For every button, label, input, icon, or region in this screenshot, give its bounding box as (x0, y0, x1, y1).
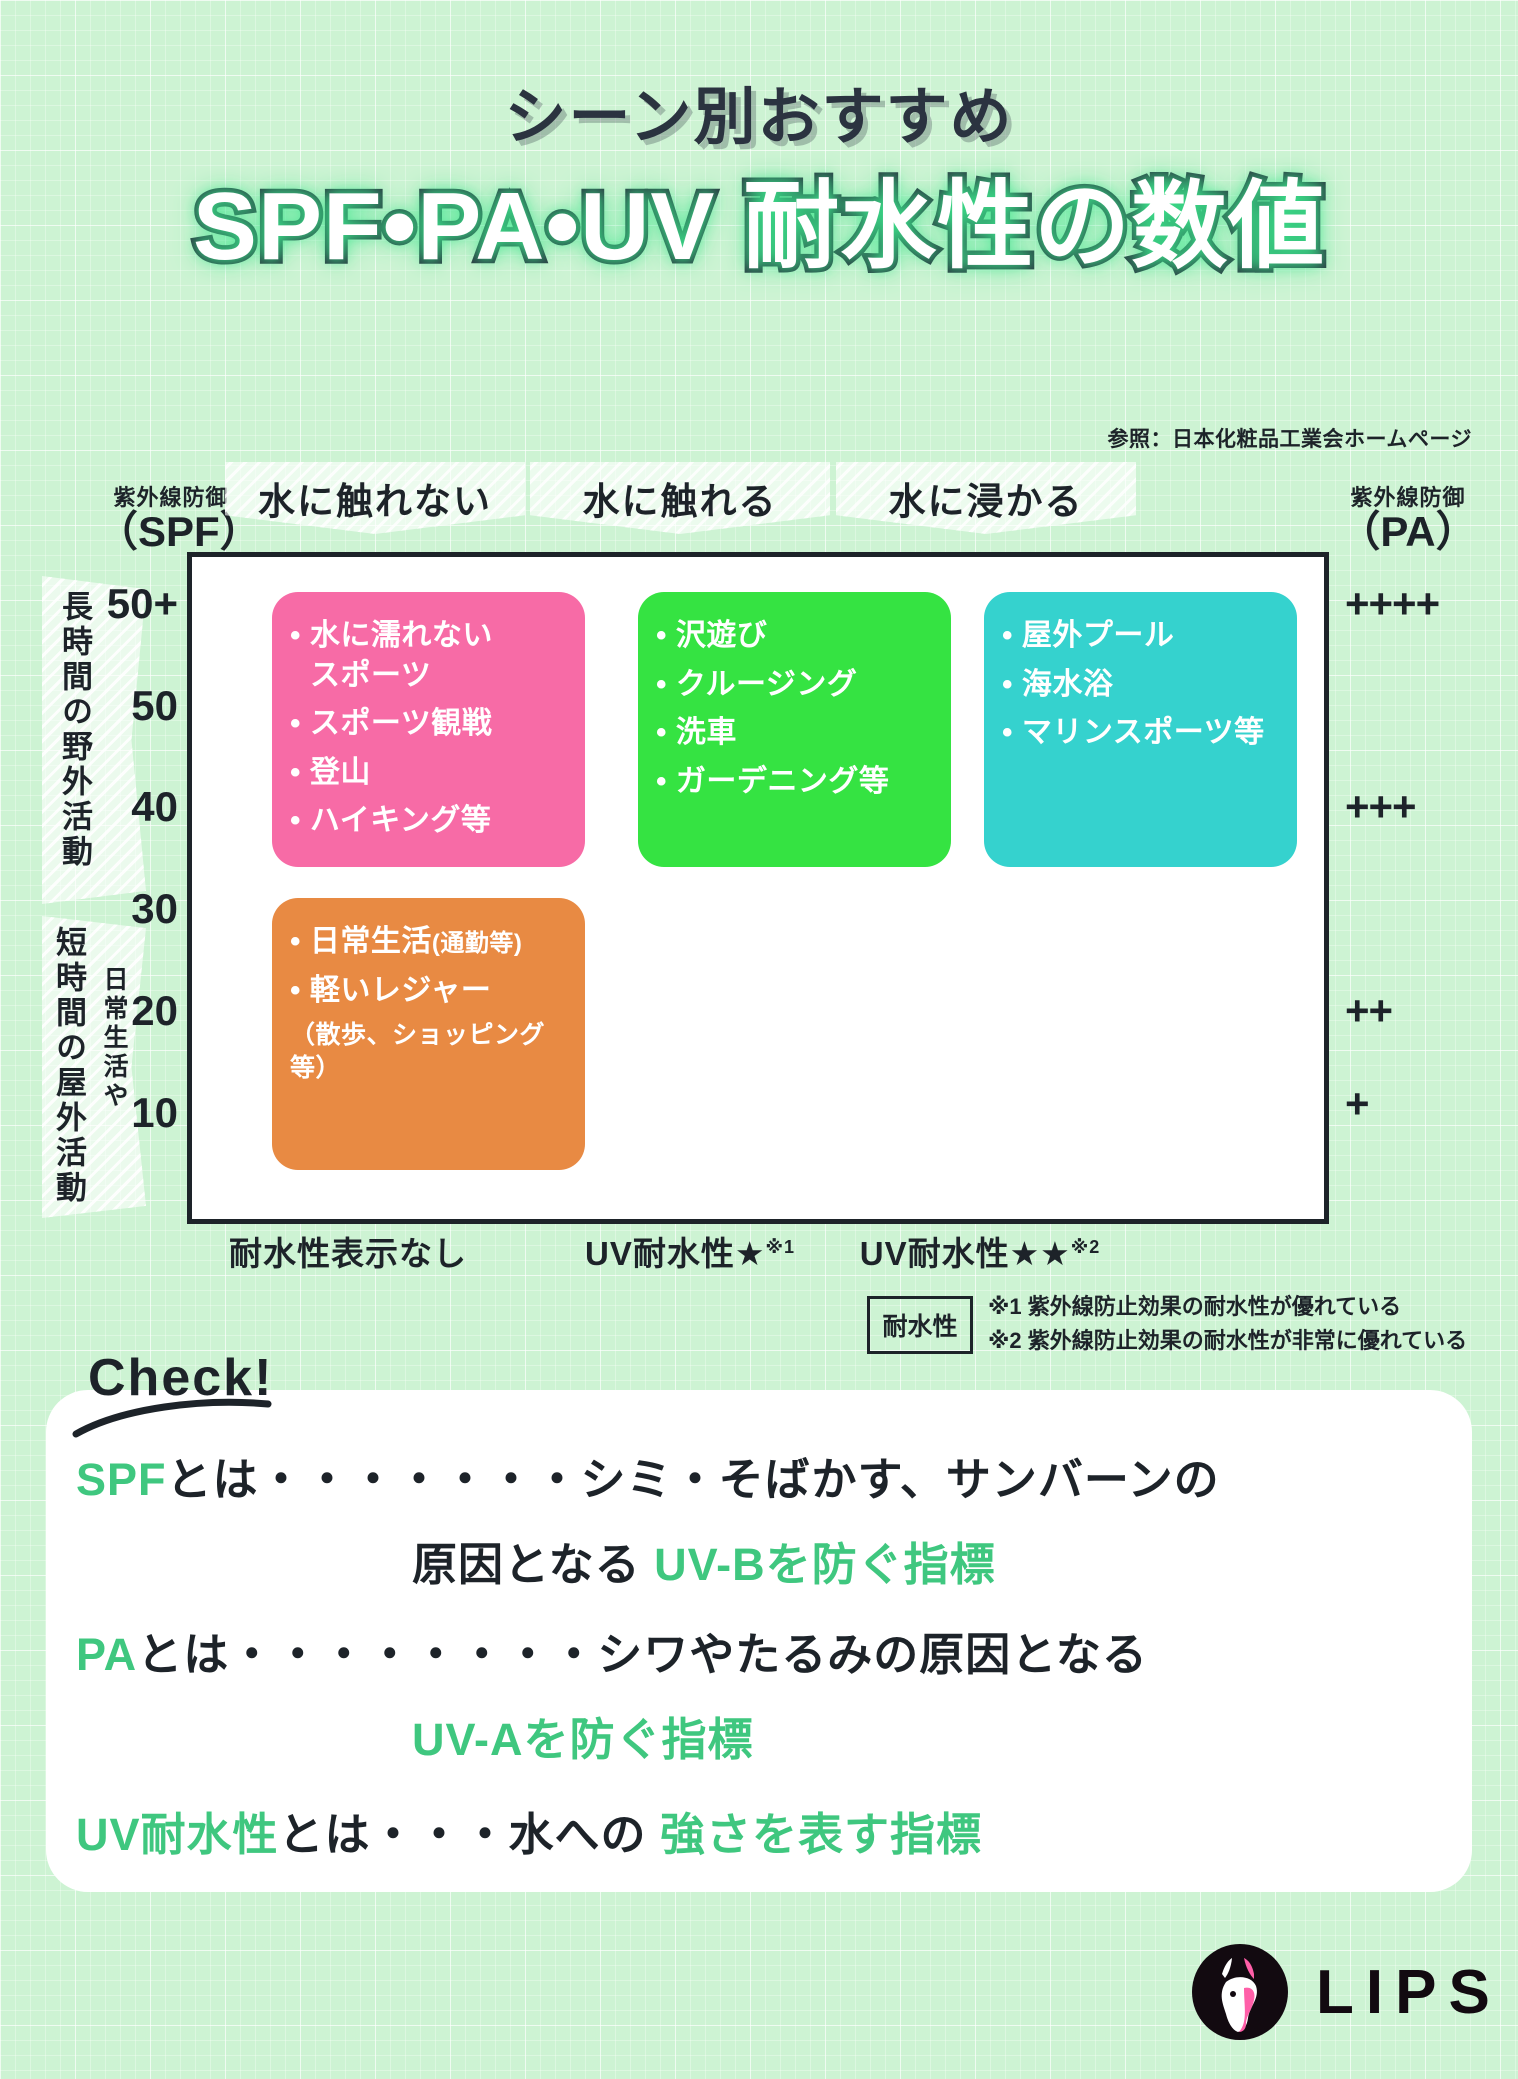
check-row-spf-line1: SPFとは・・・・・・・シミ・そばかす、サンバーンの (76, 1454, 1220, 1505)
list-item: • ハイキング等 (290, 804, 492, 838)
list-item: • 登山 (290, 755, 371, 789)
spf-axis-caption-small: 紫外線防御 (113, 485, 229, 510)
list-item: • 洗車 (656, 716, 737, 750)
scene-list: • 沢遊び • クルージング • 洗車 • ガーデニング等 (656, 616, 933, 801)
check-lead-uvwr: UV耐水性 (76, 1809, 279, 1860)
footnote-line-2: ※2 紫外線防止効果の耐水性が非常に優れている (988, 1328, 1468, 1354)
page-title: SPF•PA•UV 耐水性の数値 (188, 169, 1328, 285)
check-row-spf-line2: 原因となる UV-Bを防ぐ指標 (412, 1539, 996, 1590)
deer-icon (1192, 1944, 1288, 2040)
pa-axis-caption-small: 紫外線防御 (1350, 485, 1466, 510)
lips-logo-text: LIPS (1316, 1957, 1502, 2027)
check-row-pa-line2: UV-Aを防ぐ指標 (412, 1703, 754, 1768)
underline-squiggle-icon (72, 1398, 272, 1438)
pa-tick-4plus: ++++ (1345, 580, 1440, 627)
spf-axis-caption: 紫外線防御 （SPF） (96, 485, 262, 556)
list-item: • 海水浴 (1002, 667, 1114, 701)
list-item: • 軽いレジャー (290, 973, 492, 1007)
scene-card-no-water-short: • 日常生活(通勤等) • 軽いレジャー （散歩、ショッピング等） (272, 898, 585, 1170)
check-accent-strength: 強さを表す指標 (660, 1809, 983, 1860)
list-item: • 沢遊び (656, 619, 768, 652)
column-header-no-water: 水に触れない (225, 462, 525, 534)
band-ribbon-short (42, 916, 146, 1218)
water-resistance-label-two-star: UV耐水性★★※2 (859, 1235, 1101, 1272)
footnote-box-label: 耐水性 (867, 1296, 973, 1354)
check-lead-spf: SPF (76, 1454, 167, 1505)
subtitle: シーン別おすすめ (504, 83, 1014, 152)
check-row-uvwr-line1: UV耐水性とは・・・水への 強さを表す指標 (76, 1809, 983, 1860)
pa-tick-1plus: + (1345, 1080, 1370, 1127)
scene-list: • 水に濡れない スポーツ • スポーツ観戦 • 登山 • ハイキング等 (290, 616, 567, 841)
column-header-submerge-water: 水に浸かる (836, 462, 1136, 534)
footnote-line-1: ※1 紫外線防止効果の耐水性が優れている (988, 1294, 1402, 1319)
check-panel (46, 1390, 1472, 1892)
check-accent-uva: UV-Aを防ぐ指標 (412, 1714, 754, 1765)
spf-axis-caption-big: （SPF） (96, 508, 262, 556)
list-item: • 日常生活(通勤等) (290, 925, 523, 958)
pa-axis-caption-big: （PA） (1338, 508, 1478, 556)
pa-tick-2plus: ++ (1345, 987, 1393, 1034)
check-row-pa-line1: PAとは・・・・・・・・シワやたるみの原因となる (76, 1629, 1148, 1680)
band-label-short: 短時間の屋外活動 (51, 926, 86, 1206)
lips-logo[interactable]: LIPS (1192, 1944, 1502, 2040)
pa-axis-caption: 紫外線防御 （PA） (1318, 485, 1498, 556)
column-header-touch-water: 水に触れる (530, 462, 830, 534)
check-lead-pa: PA (76, 1629, 138, 1680)
scene-list: • 屋外プール • 海水浴 • マリンスポーツ等 (1002, 616, 1279, 753)
list-item: • クルージング (656, 667, 858, 701)
water-resistance-label-one-star: UV耐水性★※1 (585, 1235, 795, 1272)
band-label-daily: 日常生活や (100, 966, 128, 1111)
scene-subnote: （散歩、ショッピング等） (290, 1021, 546, 1082)
source-note: 参照：日本化粧品工業会ホームページ (1107, 428, 1472, 451)
band-label-long: 長時間の野外活動 (57, 590, 92, 870)
list-item: • スポーツ観戦 (290, 707, 493, 741)
spf-tick-10: 10 (131, 1089, 178, 1136)
footnote-text: ※1 紫外線防止効果の耐水性が優れている ※2 紫外線防止効果の耐水性が非常に優… (988, 1290, 1467, 1358)
check-accent-uvb: UV-Bを防ぐ指標 (654, 1539, 996, 1590)
scene-list: • 日常生活(通勤等) • 軽いレジャー (290, 922, 567, 1010)
list-item: • マリンスポーツ等 (1002, 716, 1265, 750)
spf-tick-20: 20 (131, 987, 178, 1034)
spf-tick-30: 30 (131, 885, 178, 932)
scene-card-no-water-long: • 水に濡れない スポーツ • スポーツ観戦 • 登山 • ハイキング等 (272, 592, 585, 867)
scene-card-submerge-water-long: • 屋外プール • 海水浴 • マリンスポーツ等 (984, 592, 1297, 867)
list-item: • ガーデニング等 (656, 764, 890, 798)
pa-tick-3plus: +++ (1345, 783, 1417, 830)
spf-tick-50: 50 (131, 682, 178, 729)
spf-tick-50plus: 50+ (106, 580, 178, 627)
water-resistance-label-none: 耐水性表示なし (229, 1235, 467, 1272)
list-item: • 屋外プール (1002, 619, 1175, 652)
list-item: • 水に濡れない スポーツ (290, 619, 493, 692)
spf-tick-40: 40 (131, 783, 178, 830)
band-ribbon-long (42, 576, 146, 904)
scene-card-touch-water-long: • 沢遊び • クルージング • 洗車 • ガーデニング等 (638, 592, 951, 867)
